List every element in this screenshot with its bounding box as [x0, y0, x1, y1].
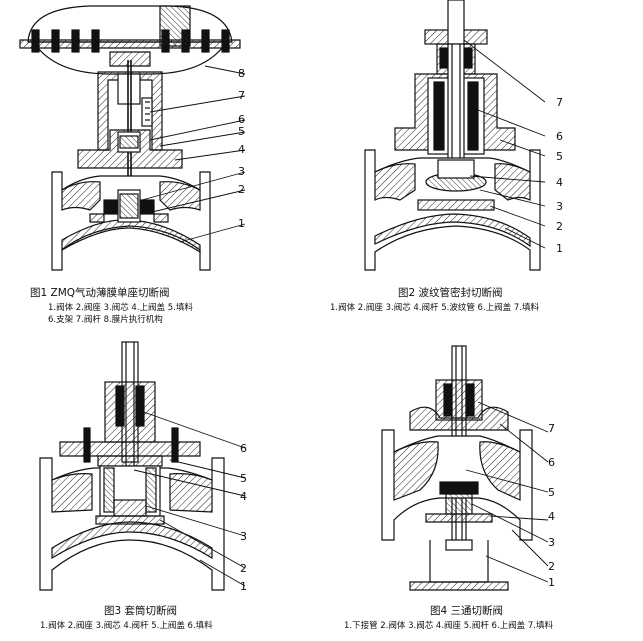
fig3-callout: 4 — [240, 490, 247, 503]
fig2-callout: 2 — [556, 220, 563, 233]
fig3-callout: 3 — [240, 530, 247, 543]
figure-4-drawing — [381, 345, 549, 591]
fig2-callout: 7 — [556, 96, 563, 109]
fig2-callout: 3 — [556, 200, 563, 213]
fig1-callout: 7 — [238, 89, 245, 102]
fig1-callout: 3 — [238, 165, 245, 178]
yoke — [97, 71, 163, 151]
figure-2-caption: 图2 波纹管密封切断阀 — [398, 287, 503, 299]
bellows-housing — [394, 43, 516, 185]
fig1-callout: 4 — [238, 143, 245, 156]
bonnet — [77, 129, 183, 169]
fig3-callout: 6 — [240, 442, 247, 455]
fig4-callout: 4 — [548, 510, 555, 523]
packing-3 — [104, 341, 156, 530]
figure-3-drawing — [39, 341, 246, 591]
fig2-callout: 5 — [556, 150, 563, 163]
fig4-callout: 2 — [548, 560, 555, 573]
diaphragm-actuator — [19, 5, 241, 75]
fig3-callout: 1 — [240, 580, 247, 593]
fig4-callout: 7 — [548, 422, 555, 435]
figure-3-leaders — [133, 409, 246, 587]
fig1-callout: 5 — [238, 125, 245, 138]
figure-2-leaders — [463, 39, 546, 249]
figure-3-caption: 图3 套筒切断阀 — [104, 605, 178, 617]
figure-1-legend-line: 1.阀体 2.阀座 3.阀芯 4.上阀盖 5.填料 — [48, 303, 193, 313]
figure-4-legend-line: 1.下接管 2.阀体 3.阀芯 4.阀座 5.阀杆 6.上阀盖 7.填料 — [344, 621, 553, 631]
valve-body — [51, 171, 211, 271]
valve-body-4 — [381, 429, 533, 591]
figure-2-drawing — [364, 0, 546, 271]
figure-4-leaders — [465, 401, 549, 583]
fig4-callout: 1 — [548, 576, 555, 589]
fig2-callout: 4 — [556, 176, 563, 189]
figure-1-caption: 图1 ZMQ气动薄膜单座切断阀 — [30, 287, 170, 299]
fig2-callout: 1 — [556, 242, 563, 255]
fig3-callout: 2 — [240, 562, 247, 575]
fig3-callout: 5 — [240, 472, 247, 485]
fig4-callout: 5 — [548, 486, 555, 499]
figure-1-leaders — [141, 65, 246, 243]
fig2-callout: 6 — [556, 130, 563, 143]
figure-3-legend-line: 1.阀体 2.阀座 3.阀芯 4.阀杆 5.上阀盖 6.填料 — [40, 621, 213, 631]
figure-4-caption: 图4 三通切断阀 — [430, 605, 504, 617]
fig1-callout: 8 — [238, 67, 245, 80]
figure-2-legend-line: 1.阀体 2.阀座 3.阀芯 4.阀杆 5.波纹管 6.上阀盖 7.填料 — [330, 303, 539, 313]
fig4-callout: 6 — [548, 456, 555, 469]
valve-body-2 — [364, 149, 541, 271]
callout-labels: 8 7 6 5 4 3 2 1 7 6 5 4 3 2 1 6 5 4 3 2 … — [238, 67, 563, 593]
fig1-callout: 2 — [238, 183, 245, 196]
figure-1-drawing — [19, 5, 246, 271]
fig4-callout: 3 — [548, 536, 555, 549]
bonnet-4 — [409, 406, 509, 431]
valve-body-3 — [39, 457, 225, 591]
fig1-callout: 1 — [238, 217, 245, 230]
fig1-callout: 6 — [238, 113, 245, 126]
figure-1-legend-line: 6.支架 7.阀杆 8.膜片执行机构 — [48, 315, 163, 325]
